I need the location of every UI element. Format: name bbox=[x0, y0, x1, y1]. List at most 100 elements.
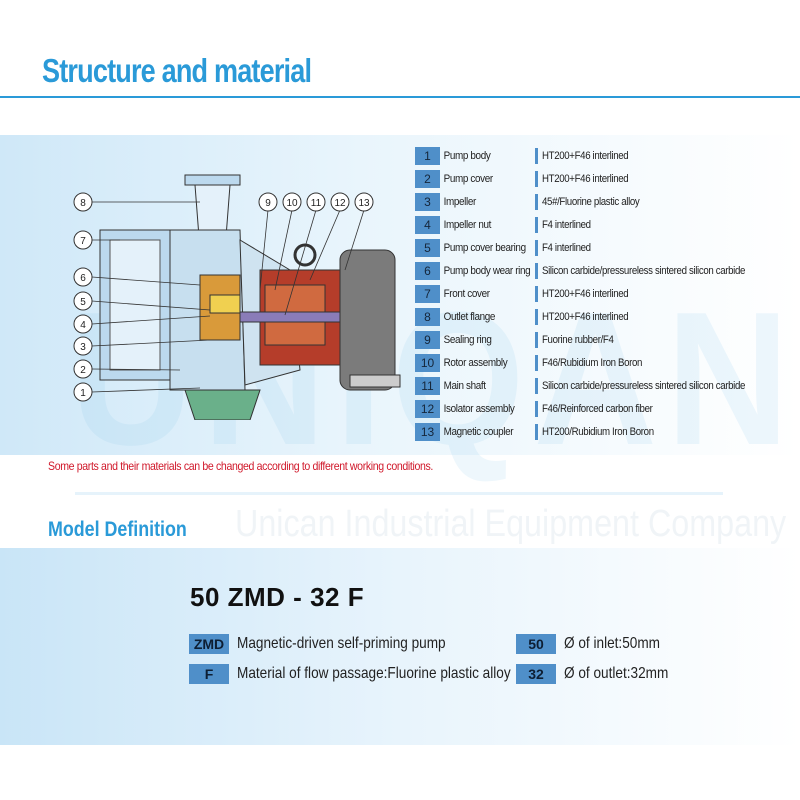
row-divider bbox=[535, 240, 538, 256]
row-divider bbox=[535, 286, 538, 302]
part-name: Isolator assembly bbox=[443, 403, 515, 415]
model-background-band bbox=[0, 548, 800, 745]
part-name: Pump body wear ring bbox=[443, 265, 531, 277]
legend-f: F Material of flow passage:Fluorine plas… bbox=[189, 664, 559, 684]
callout-1: 1 bbox=[80, 388, 86, 399]
pump-cross-section-diagram: 8 7 6 5 4 3 2 1 9 10 11 12 13 bbox=[73, 174, 401, 420]
row-divider bbox=[535, 309, 538, 325]
part-material: HT200/Rubidium Iron Boron bbox=[542, 426, 654, 438]
part-name: Sealing ring bbox=[443, 334, 492, 346]
part-number: 1 bbox=[415, 147, 440, 165]
part-material: Silicon carbide/pressureless sintered si… bbox=[542, 265, 746, 277]
part-number: 13 bbox=[415, 423, 440, 441]
code-description: Magnetic-driven self-priming pump bbox=[237, 635, 446, 652]
callout-markers bbox=[73, 192, 374, 402]
row-divider bbox=[535, 263, 538, 279]
callout-13: 13 bbox=[358, 198, 370, 209]
callout-8: 8 bbox=[80, 198, 86, 209]
code-description: Material of flow passage:Fluorine plasti… bbox=[237, 665, 511, 682]
legend-32: 32 Ø of outlet:32mm bbox=[516, 664, 687, 684]
part-name: Pump cover bearing bbox=[443, 242, 526, 254]
part-number: 5 bbox=[415, 239, 440, 257]
watermark-company: Unican Industrial Equipment Company bbox=[235, 503, 787, 545]
part-material: HT200+F46 interlined bbox=[542, 150, 629, 162]
part-material: Fuorine rubber/F4 bbox=[542, 334, 614, 346]
part-number: 7 bbox=[415, 285, 440, 303]
row-divider bbox=[535, 355, 538, 371]
part-number: 2 bbox=[415, 170, 440, 188]
part-material: HT200+F46 interlined bbox=[542, 173, 629, 185]
callout-3: 3 bbox=[80, 342, 86, 353]
row-divider bbox=[535, 217, 538, 233]
callout-6: 6 bbox=[80, 273, 86, 284]
callout-9: 9 bbox=[265, 198, 271, 209]
part-number: 3 bbox=[415, 193, 440, 211]
part-material: F4 interlined bbox=[542, 242, 591, 254]
model-code: 50 ZMD - 32 F bbox=[190, 582, 365, 612]
row-divider bbox=[535, 148, 538, 164]
code-box: 32 bbox=[516, 664, 556, 684]
materials-note: Some parts and their materials can be ch… bbox=[48, 459, 434, 473]
code-box: ZMD bbox=[189, 634, 229, 654]
part-material: HT200+F46 interlined bbox=[542, 288, 629, 300]
callout-4: 4 bbox=[80, 320, 86, 331]
part-name: Pump body bbox=[443, 150, 491, 162]
part-number: 8 bbox=[415, 308, 440, 326]
row-divider bbox=[535, 401, 538, 417]
callout-5: 5 bbox=[80, 297, 86, 308]
callout-12: 12 bbox=[334, 198, 346, 209]
legend-50: 50 Ø of inlet:50mm bbox=[516, 634, 677, 654]
part-material: F4 interlined bbox=[542, 219, 591, 231]
part-name: Rotor assembly bbox=[443, 357, 508, 369]
callout-7: 7 bbox=[80, 236, 86, 247]
part-number: 11 bbox=[415, 377, 440, 395]
part-name: Magnetic coupler bbox=[443, 426, 514, 438]
callout-11: 11 bbox=[311, 198, 322, 209]
callout-2: 2 bbox=[80, 365, 86, 376]
legend-zmd: ZMD Magnetic-driven self-priming pump bbox=[189, 634, 482, 654]
part-material: HT200+F46 interlined bbox=[542, 311, 629, 323]
part-name: Outlet flange bbox=[443, 311, 496, 323]
pump-body-drawing bbox=[99, 174, 401, 420]
part-name: Main shaft bbox=[443, 380, 486, 392]
model-section-title: Model Definition bbox=[48, 518, 187, 541]
part-name: Impeller nut bbox=[443, 219, 492, 231]
part-material: 45#/Fluorine plastic alloy bbox=[542, 196, 640, 208]
row-divider bbox=[535, 332, 538, 348]
part-material: F46/Rubidium Iron Boron bbox=[542, 357, 643, 369]
callout-10: 10 bbox=[286, 198, 298, 209]
part-number: 10 bbox=[415, 354, 440, 372]
part-number: 6 bbox=[415, 262, 440, 280]
code-description: Ø of outlet:32mm bbox=[564, 665, 669, 682]
part-number: 12 bbox=[415, 400, 440, 418]
code-box: F bbox=[189, 664, 229, 684]
row-divider bbox=[535, 378, 538, 394]
code-description: Ø of inlet:50mm bbox=[564, 635, 660, 652]
part-name: Front cover bbox=[443, 288, 490, 300]
row-divider bbox=[535, 171, 538, 187]
title-divider bbox=[0, 96, 800, 98]
watermark-divider bbox=[75, 492, 723, 495]
row-divider bbox=[535, 194, 538, 210]
row-divider bbox=[535, 424, 538, 440]
part-number: 4 bbox=[415, 216, 440, 234]
code-box: 50 bbox=[516, 634, 556, 654]
part-name: Pump cover bbox=[443, 173, 494, 185]
part-name: Impeller bbox=[443, 196, 477, 208]
part-material: Silicon carbide/pressureless sintered si… bbox=[542, 380, 746, 392]
part-number: 9 bbox=[415, 331, 440, 349]
part-material: F46/Reinforced carbon fiber bbox=[542, 403, 653, 415]
